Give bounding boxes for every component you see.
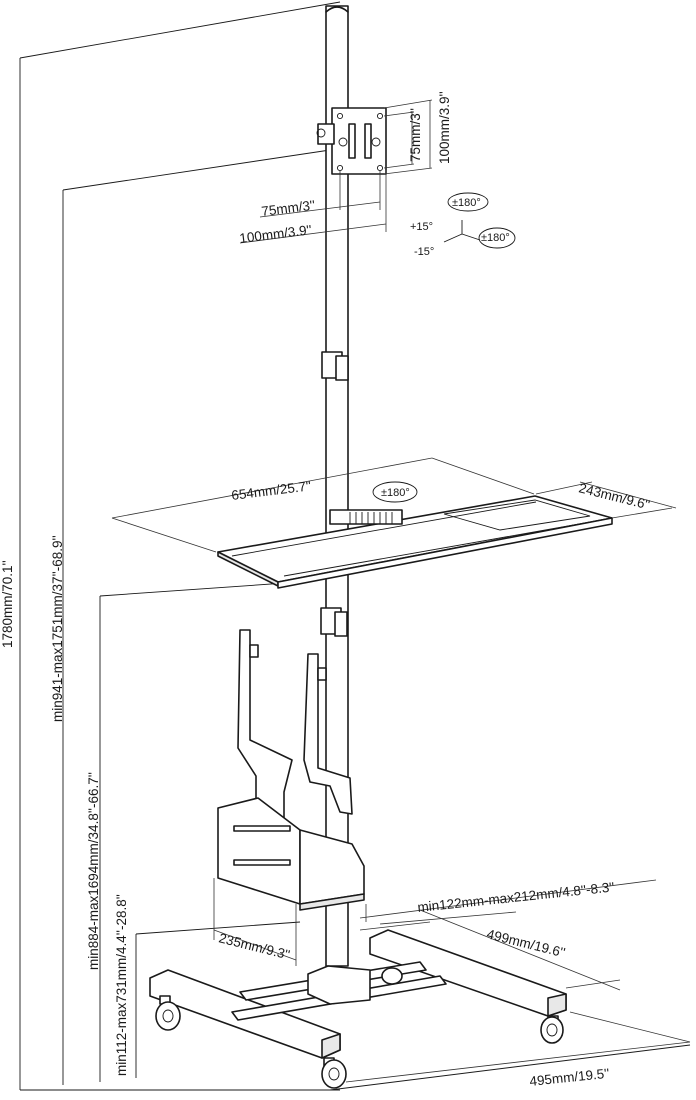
vesa-vertical-small-label: 75mm/3'' xyxy=(408,108,423,162)
total-height-label: 1780mm/70.1'' xyxy=(0,560,15,648)
vesa-plate xyxy=(239,99,433,244)
rotate-label: ±180° xyxy=(481,232,510,244)
main-pole xyxy=(325,5,349,967)
swivel-label: ±180° xyxy=(452,197,481,209)
cpu-holder xyxy=(213,629,657,966)
base-depth-label: 499mm/19.6'' xyxy=(485,926,566,960)
cable-clip-lower xyxy=(320,607,348,637)
caster-rear-left xyxy=(381,967,403,985)
caster-front-left xyxy=(155,995,181,1031)
caster-front-right xyxy=(321,1057,347,1089)
tilt-down-label: -15° xyxy=(414,246,434,258)
base-width-label: 495mm/19.5'' xyxy=(529,1066,610,1089)
cpu-holder-height-label: min884-max1694mm/34.8''-66.7'' xyxy=(86,772,101,970)
tray-swivel-label: ±180° xyxy=(381,487,410,499)
vesa-horizontal-large-label: 100mm/3.9'' xyxy=(239,222,313,246)
cable-clip-upper xyxy=(321,351,349,381)
wall-outline xyxy=(19,1,691,1091)
tray-width-label: 654mm/25.7'' xyxy=(231,478,312,503)
cpu-width-range-label: min122mm-max212mm/4.8''-8.3'' xyxy=(417,879,615,915)
vesa-horizontal-small-label: 75mm/3'' xyxy=(261,198,316,219)
vesa-vertical-large-label: 100mm/3.9'' xyxy=(437,91,452,164)
cpu-depth-label: 235mm/9.3'' xyxy=(217,930,291,962)
tilt-up-label: +15° xyxy=(410,221,433,233)
keyboard-tray xyxy=(111,457,677,589)
cpu-bottom-height-label: min112-max731mm/4.4''-28.8'' xyxy=(114,894,129,1076)
base-frame xyxy=(149,909,691,1083)
tray-height-label: min941-max1751mm/37''-68.9'' xyxy=(50,535,65,722)
caster-rear-right xyxy=(540,1015,564,1044)
tray-depth-label: 243mm/9.6'' xyxy=(577,480,651,512)
rotation-symbol xyxy=(443,192,516,249)
